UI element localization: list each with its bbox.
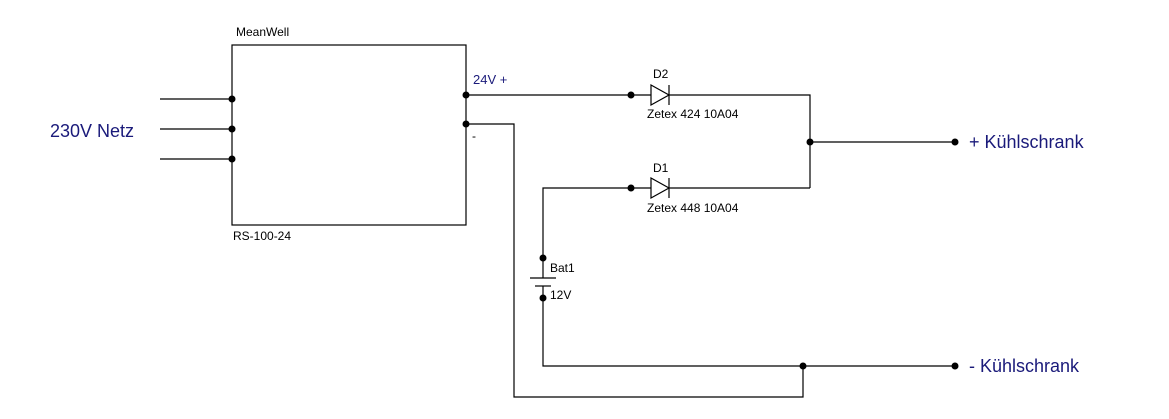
plus-terminal-label: + Kühlschrank	[969, 132, 1085, 152]
mains-input-lines	[160, 95, 236, 163]
power-supply-box	[231, 44, 467, 226]
mains-input-label: 230V Netz	[50, 121, 134, 141]
mains-node-1	[228, 95, 236, 103]
wire-psu-minus	[466, 123, 804, 398]
battery-bat1	[530, 254, 556, 302]
psu-minus-output-label: -	[472, 129, 476, 143]
minus-junction-node	[799, 362, 807, 370]
minus-terminal-label: - Kühlschrank	[969, 356, 1080, 376]
plus-terminal-node	[951, 138, 959, 146]
diode-d2-ref: D2	[653, 67, 669, 81]
minus-terminal-node	[951, 362, 959, 370]
psu-plus-output-label: 24V +	[473, 72, 507, 87]
psu-brand-label: MeanWell	[236, 25, 289, 39]
wire-battery-minus	[542, 298, 955, 367]
diode-d2-part: Zetex 424 10A04	[647, 107, 739, 121]
diode-d2	[650, 83, 671, 107]
d2-anode-node	[627, 91, 635, 99]
diode-d1-symbol	[650, 176, 671, 200]
diode-d1-ref: D1	[653, 161, 669, 175]
wire-battery-to-d1	[542, 187, 651, 270]
battery-top-node	[539, 254, 547, 262]
diode-d1-part: Zetex 448 10A04	[647, 201, 739, 215]
mains-node-2	[228, 125, 236, 133]
d1-anode-node	[627, 184, 635, 192]
diode-d2-symbol	[650, 83, 671, 107]
psu-model-label: RS-100-24	[233, 229, 291, 243]
mains-node-3	[228, 155, 236, 163]
diode-d1	[650, 176, 671, 200]
wire-d2-to-junction	[669, 94, 811, 188]
battery-ref: Bat1	[550, 261, 575, 275]
battery-value: 12V	[550, 288, 571, 302]
